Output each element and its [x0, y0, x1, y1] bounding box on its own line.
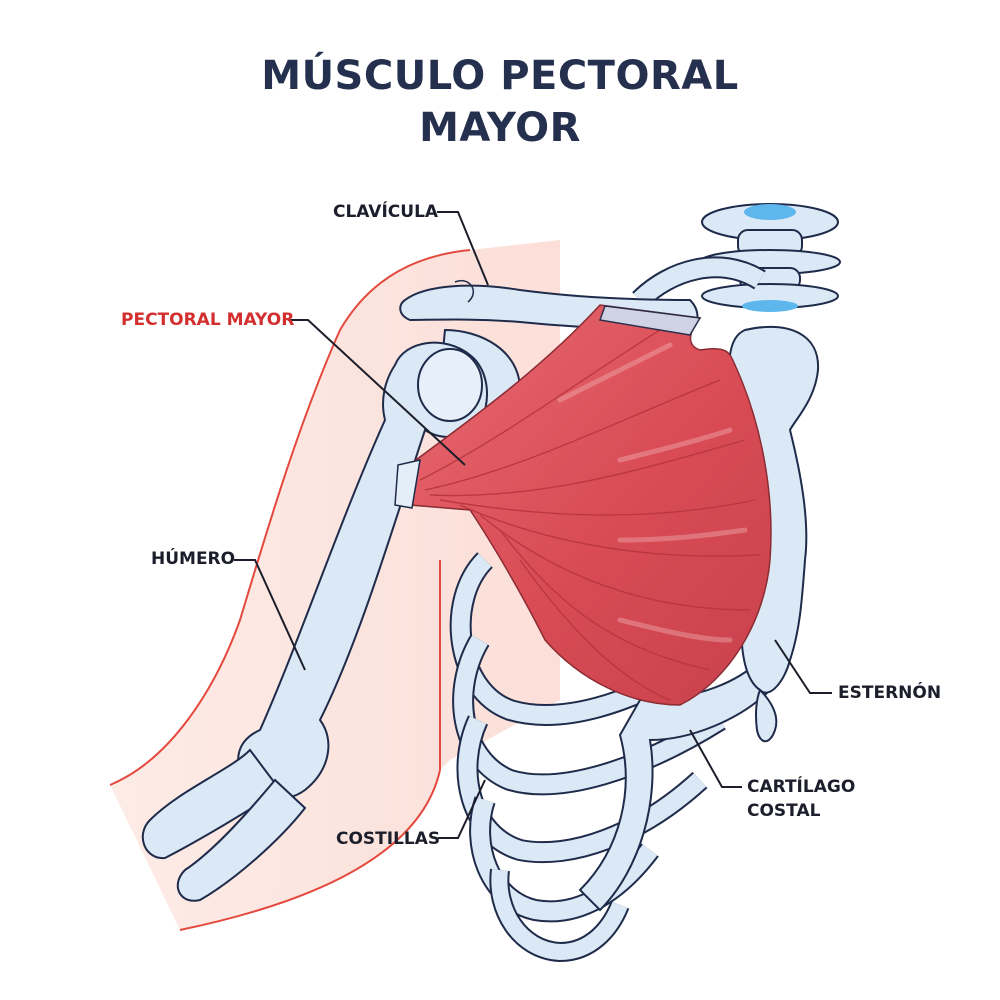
title-line-1: MÚSCULO PECTORAL: [261, 53, 739, 99]
label-cartilago-line-1: CARTÍLAGO: [747, 777, 856, 797]
humerus: [141, 341, 488, 902]
label-costillas: COSTILLAS: [336, 829, 441, 849]
upper-ribs: [632, 256, 766, 309]
leader-lines: [234, 211, 832, 839]
title-line-2: MAYOR: [419, 105, 581, 151]
pectoralis-major: [394, 304, 772, 706]
label-esternon: ESTERNÓN: [838, 683, 942, 703]
label-clavicula: CLAVÍCULA: [333, 202, 439, 222]
label-humero: HÚMERO: [151, 549, 236, 569]
label-pectoral-mayor: PECTORAL MAYOR: [121, 310, 295, 330]
label-cartilago-line-2: COSTAL: [747, 801, 821, 821]
